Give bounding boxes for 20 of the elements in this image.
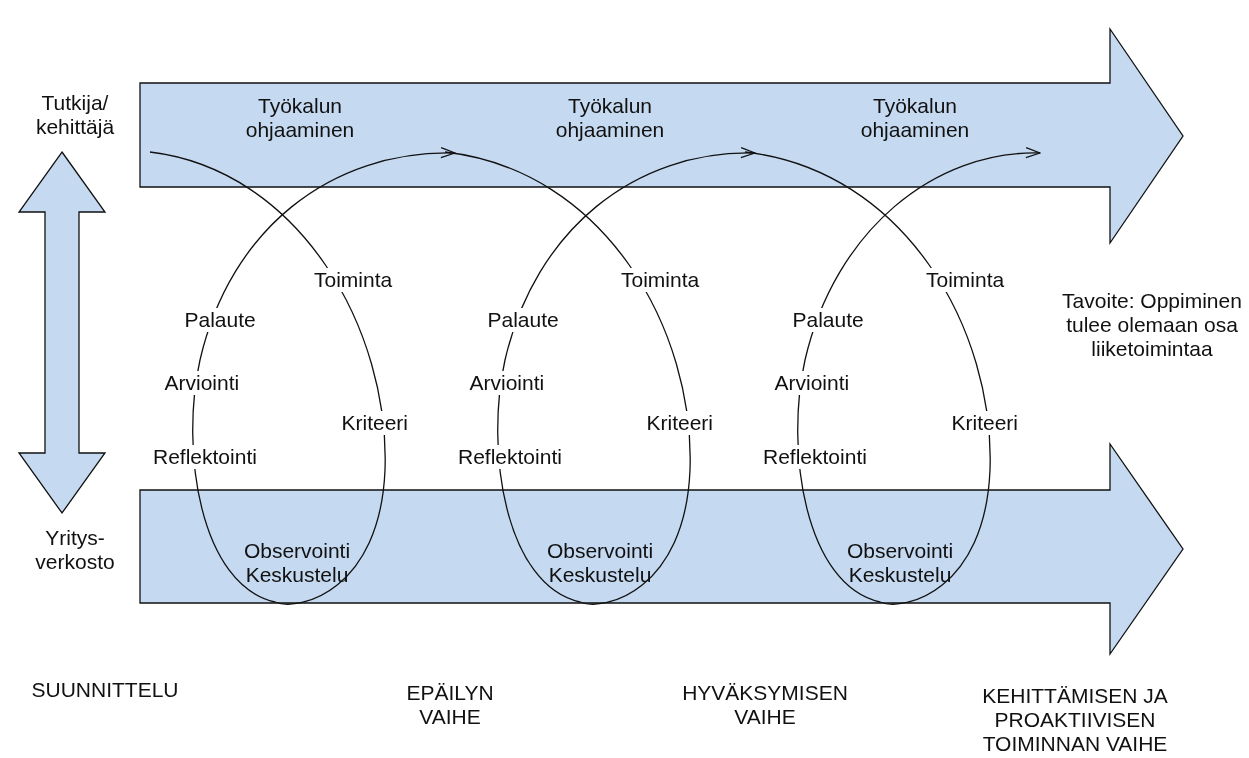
actor-label: Tutkija/ kehittäjä xyxy=(34,91,116,139)
step-label: Työkalun ohjaaminen xyxy=(244,94,356,142)
phase-label: HYVÄKSYMISEN VAIHE xyxy=(681,681,849,729)
step-label: Työkalun ohjaaminen xyxy=(859,94,971,142)
step-label: Toiminta xyxy=(312,268,395,292)
double-arrow xyxy=(17,150,107,515)
step-label: Toiminta xyxy=(924,268,1007,292)
step-label: Toiminta xyxy=(619,268,702,292)
actor-label: Yritys- verkosto xyxy=(34,526,116,574)
goal-text: Tavoite: Oppiminen tulee olemaan osa liiketoimintaa xyxy=(1061,289,1243,361)
step-label: Observointi Keskustelu xyxy=(242,539,352,587)
phase-label: SUUNNITTELU xyxy=(30,678,180,702)
step-label: Reflektointi xyxy=(456,445,564,469)
step-label: Työkalun ohjaaminen xyxy=(554,94,666,142)
step-label: Reflektointi xyxy=(151,445,259,469)
phase-label: KEHITTÄMISEN JA PROAKTIIVISEN TOIMINNAN VAIHE xyxy=(981,684,1169,756)
step-label: Observointi Keskustelu xyxy=(545,539,655,587)
step-label: Observointi Keskustelu xyxy=(845,539,955,587)
phase-label: EPÄILYN VAIHE xyxy=(405,681,495,729)
step-label: Reflektointi xyxy=(761,445,869,469)
